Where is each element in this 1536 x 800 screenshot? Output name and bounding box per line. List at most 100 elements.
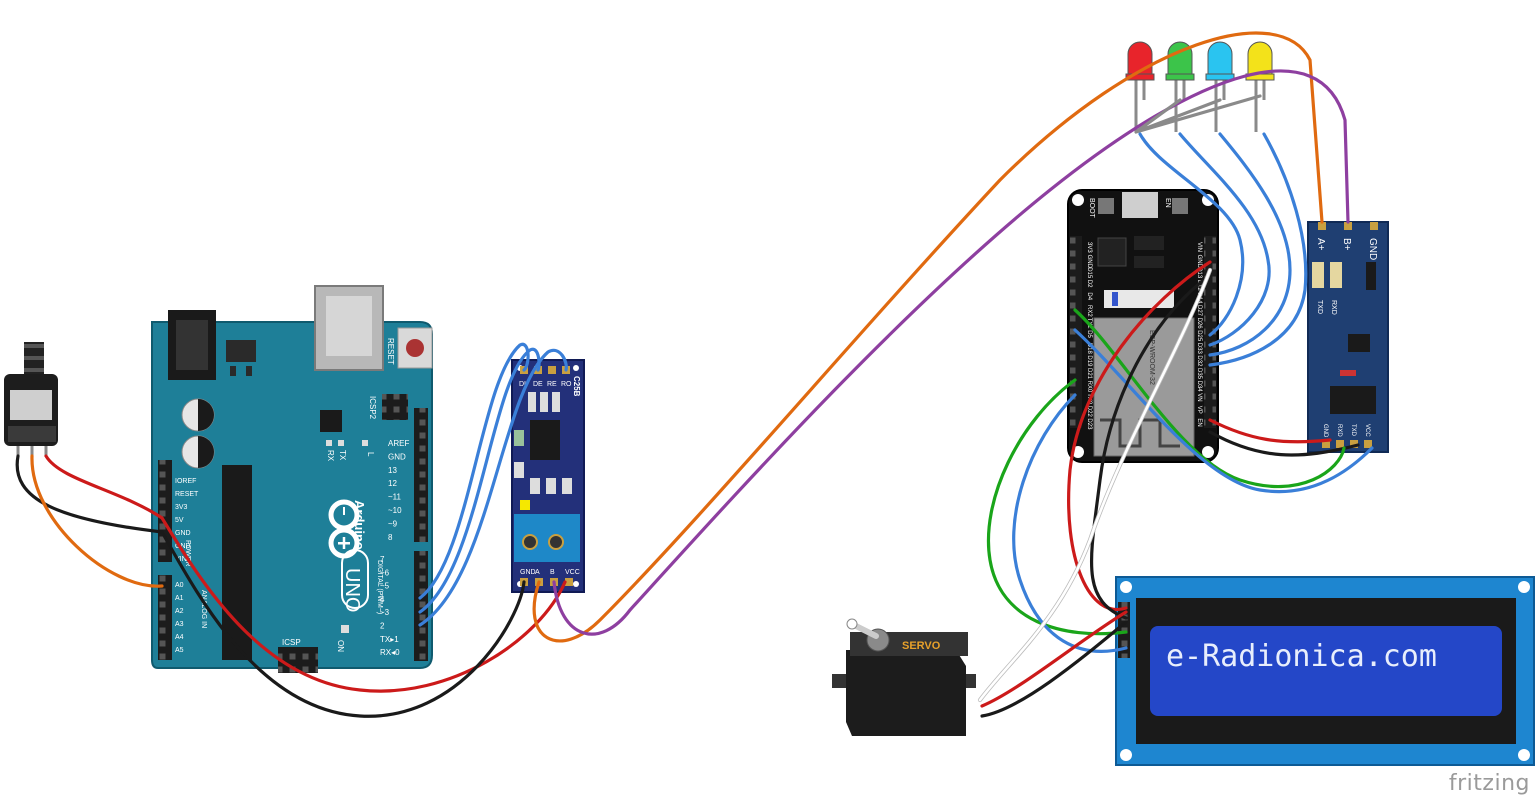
rs485-right-pin-label: GND — [1367, 238, 1378, 260]
rs485-left-pin-label: RO — [561, 381, 572, 388]
header-pin[interactable] — [548, 366, 556, 374]
power-pin-label: 3V3 — [175, 504, 188, 511]
digital-pin-label: AREF — [388, 439, 409, 448]
digital-header-top — [414, 408, 428, 542]
wire — [1208, 132, 1292, 357]
rs485-right-pin-label: GND — [1322, 424, 1328, 438]
esp32-pin-label: D5 — [1086, 330, 1092, 338]
led-green — [1165, 41, 1195, 132]
rs485-right-pin-label: VCC — [1364, 424, 1370, 437]
esp32-pin-label: RX0 — [1086, 381, 1092, 393]
lcd-text: e-Radionica.com — [1166, 639, 1437, 674]
wire — [1073, 328, 1374, 494]
digital-pin-label: 4 — [380, 595, 385, 604]
usb-chip — [320, 410, 342, 432]
boot-label: BOOT — [1088, 198, 1095, 219]
power-section-label: POWER — [184, 540, 191, 566]
wire — [44, 454, 164, 520]
led-blue — [1205, 41, 1235, 132]
lcd-screen — [1150, 626, 1502, 716]
analog-header — [158, 575, 172, 660]
esp32-pin-label: D22 — [1086, 406, 1092, 418]
led-row — [1125, 41, 1275, 132]
potentiometer — [4, 342, 58, 456]
rxd-label: RXD — [1330, 300, 1337, 315]
wire — [1012, 393, 1128, 653]
l-led-label: L — [366, 452, 375, 457]
wire — [1178, 132, 1271, 347]
rs485-left-pin-label: DE — [533, 381, 543, 388]
max485-chip — [530, 420, 560, 460]
digital-pin-label: RX◂0 — [380, 648, 400, 657]
header-pin[interactable] — [1336, 440, 1344, 448]
digital-pin-label: 7 — [380, 555, 385, 564]
header-pin[interactable] — [1318, 222, 1326, 230]
wire-layer — [15, 31, 1374, 718]
digital-pin-label: 12 — [388, 479, 397, 488]
wire — [1208, 132, 1308, 367]
esp32-pin-label: D33 — [1196, 343, 1202, 355]
servo-motor: SERVO — [832, 618, 976, 736]
on-led-label: ON — [336, 640, 345, 652]
analog-pin-label: A3 — [175, 621, 184, 628]
boot-button[interactable] — [1098, 198, 1114, 214]
esp32-pin-label: D25 — [1196, 330, 1202, 342]
arduino-uno-board: RESET ICSP2 RX TX L Arduino UNO IOREFRES… — [151, 285, 433, 673]
digital-pin-label: ~3 — [380, 608, 390, 617]
wire — [1208, 430, 1360, 457]
header-pin[interactable] — [1364, 440, 1372, 448]
esp32-pin-label: D23 — [1086, 418, 1092, 430]
analog-section-label: ANALOG IN — [200, 590, 207, 628]
wire — [532, 31, 1324, 643]
esp32-pin-label: GND — [1196, 255, 1202, 269]
digital-pin-label: ~9 — [388, 519, 398, 528]
rs485-left-chip-label: C25B — [572, 376, 581, 397]
digital-pin-label: 8 — [388, 533, 393, 542]
header-pin[interactable] — [1344, 222, 1352, 230]
lcd-display: e-Radionica.com — [1115, 576, 1535, 766]
analog-pin-label: A5 — [175, 647, 184, 654]
wire — [980, 620, 1128, 718]
max485-chip-right — [1330, 386, 1376, 414]
esp32-pin-label: D19 — [1086, 355, 1092, 367]
rs485-left-pin-label: DI — [519, 381, 526, 388]
reset-button-cap[interactable] — [406, 339, 424, 357]
digital-pin-label: ~5 — [380, 582, 390, 591]
wire — [1134, 94, 1262, 134]
txd-label: TXD — [1316, 300, 1323, 314]
esp32-pin-label: EN — [1196, 418, 1202, 426]
header-pin[interactable] — [1322, 440, 1330, 448]
esp32-pin-label: D4 — [1086, 292, 1092, 300]
rs485-right-pin-label: B+ — [1341, 238, 1352, 251]
esp32-pin-label: D15 — [1086, 267, 1092, 279]
esp32-pin-label: D27 — [1196, 305, 1202, 317]
esp32-pin-label: VIN — [1196, 242, 1202, 252]
wire — [30, 454, 164, 588]
esp32-pin-label: RX2 — [1086, 305, 1092, 317]
en-button[interactable] — [1172, 198, 1188, 214]
header-pin[interactable] — [1350, 440, 1358, 448]
esp32-right-header — [1204, 236, 1216, 428]
fritzing-watermark: fritzing — [1448, 771, 1530, 796]
board-name-label: UNO — [341, 568, 363, 612]
icsp-label: ICSP — [282, 638, 301, 647]
digital-pin-label: ~10 — [388, 506, 402, 515]
analog-pin-label: A0 — [175, 582, 184, 589]
reset-label: RESET — [386, 338, 395, 365]
esp32-chip-label: ESP-WROOM-32 — [1148, 330, 1155, 385]
power-pin-label: IOREF — [175, 478, 196, 485]
power-header — [158, 460, 172, 562]
header-pin[interactable] — [565, 578, 573, 586]
rx-led-label: RX — [326, 450, 335, 462]
micro-usb-port — [1122, 192, 1158, 218]
digital-section-label: DIGITAL (PWM~) — [376, 560, 383, 614]
header-pin[interactable] — [1370, 222, 1378, 230]
rs485-left-pin-label: VCC — [565, 569, 580, 576]
esp32-pin-label: D13 — [1196, 267, 1202, 279]
rs485-right-pin-label: A+ — [1315, 238, 1326, 251]
wire — [980, 610, 1128, 708]
esp32-pin-label: VN — [1196, 393, 1202, 401]
wire — [1089, 273, 1212, 620]
